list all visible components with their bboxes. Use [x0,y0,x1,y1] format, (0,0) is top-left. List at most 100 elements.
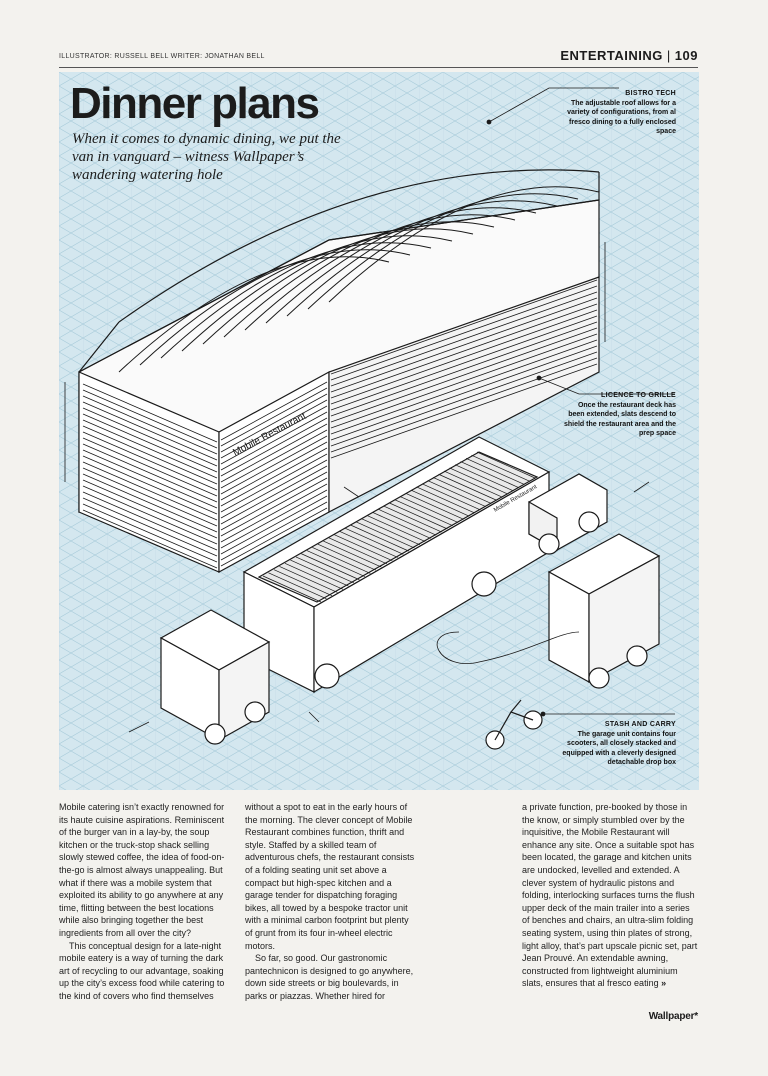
louvre-slat [82,407,218,467]
louvre-slat [82,419,218,479]
trailer-slat [416,486,475,514]
louvre-slat [82,389,218,449]
louvre-slat [82,443,218,503]
louvre-slat [82,473,218,533]
dimension-markers [64,242,606,482]
body-column-3: a private function, pre-booked by those … [522,801,698,990]
louvre-slat [220,465,328,525]
body-paragraph: without a spot to eat in the early hours… [245,802,415,951]
louvre-slat [82,455,218,515]
garage-unit-left [159,609,271,745]
body-paragraph: a private function, pre-booked by those … [522,801,698,990]
trailer-slat [284,562,344,590]
article-standfirst: When it comes to dynamic dining, we put … [72,131,341,183]
louvre-slat [82,425,218,485]
scooter [485,699,543,750]
louvre-slat [330,333,598,429]
louvre-slat [330,363,598,459]
trailer-slat [400,496,459,523]
trailer-slat [378,508,437,536]
trailer-slat [279,566,338,593]
louvre-slat [220,483,328,543]
side-louvres-left [82,383,218,569]
louvre-slat [220,459,328,519]
roof-rib [139,249,411,366]
louvre-slat [220,393,328,453]
louvre-slat [82,503,218,563]
trailer-slat [465,458,525,485]
trailer-slat [323,540,382,568]
callout-licence-to-grille: LICENCE TO GRILLE Once the restaurant de… [560,391,676,439]
trailer-slat [454,464,514,492]
louvre-slat [82,401,218,461]
louvre-slat [82,467,218,527]
roof-rib [223,221,495,338]
trailer-slat [328,537,387,565]
roof-rib [328,186,600,303]
callout-title: LICENCE TO GRILLE [601,392,676,399]
tractor-unit [528,473,608,555]
section-header: ENTERTAINING|109 [560,48,698,63]
louvre-slat [220,489,328,549]
body-paragraph: Mobile catering isn’t exactly renowned f… [59,802,225,938]
louvre-slat [220,507,328,567]
louvre-slat [82,431,218,491]
louvre-slat [82,383,218,443]
illustration-drawing: Mobile Restaurant Mobile Restaurant [59,72,699,790]
louvre-slat [330,345,598,441]
roof-rib [118,256,390,373]
roof-rib [286,200,558,317]
louvre-slat [330,315,598,411]
roof-rib [265,207,537,324]
trailer-slat [334,534,393,561]
trailer-slat [312,547,371,574]
louvre-slat [220,387,328,447]
callout-stash-and-carry: STASH AND CARRY The garage unit contains… [560,720,676,768]
trailer-slat [427,480,486,507]
roof-rib [307,193,579,310]
scooter-garage [547,533,661,689]
brand-logo: Wallpaper* [648,1011,699,1022]
section-name: ENTERTAINING [560,48,663,63]
roof-rib [181,235,453,352]
louvre-slat [220,429,328,489]
louvre-slat [82,413,218,473]
louvre-slat [330,339,598,435]
louvre-slat [330,279,598,375]
louvre-slat [82,437,218,497]
louvre-slat [220,411,328,471]
trailer-slat [268,572,327,600]
louvre-slat [220,435,328,495]
louvre-slat [330,357,598,453]
louvre-slat [220,405,328,465]
roof-rib [244,214,516,331]
trailer-slat [411,489,470,517]
trailer-slat [405,493,464,520]
body-column-2: without a spot to eat in the early hours… [245,801,415,1003]
louvre-slat [330,309,598,405]
louvre-slat [330,285,598,381]
louvre-slat [220,423,328,483]
callout-text: The adjustable roof allows for a variety… [567,99,676,136]
roof-rib [160,242,432,359]
trailer-slat [443,470,503,498]
louvre-slat [220,453,328,513]
callout-title: BISTRO TECH [625,90,676,97]
louvre-slat [82,497,218,557]
callout-text: Once the restaurant deck has been extend… [563,401,676,438]
louvre-slat [220,381,328,441]
louvre-slat [220,471,328,531]
body-paragraph: This conceptual design for a late-night … [59,940,225,1001]
side-louvres-front [220,381,328,567]
trailer-slat [389,502,448,530]
louvre-slat [82,395,218,455]
restaurant-deck [78,169,600,574]
trailer-slat [432,477,492,504]
trailer-slat [367,515,426,542]
louvre-slat [220,477,328,537]
louvre-slat [220,399,328,459]
louvre-slat [220,447,328,507]
article-title: Dinner plans [70,79,320,128]
trailer-slat [345,527,404,555]
roof-ribs [118,186,600,373]
